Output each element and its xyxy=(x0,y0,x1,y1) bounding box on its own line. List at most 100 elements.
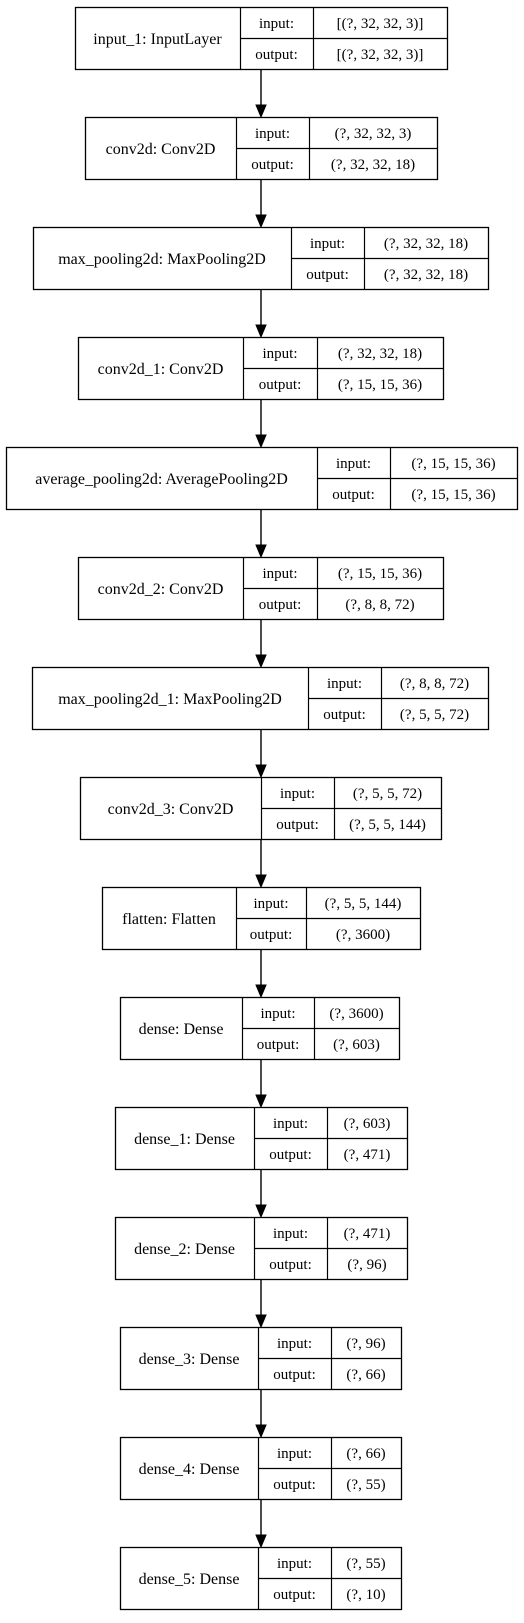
layer-node-max-pooling2d: max_pooling2d: MaxPooling2D input: output:… xyxy=(32,226,490,291)
input-shape: [(?, 32, 32, 3)] xyxy=(337,16,424,32)
layer-name: conv2d_2: Conv2D xyxy=(98,581,224,598)
output-shape: (?, 32, 32, 18) xyxy=(331,157,415,173)
arrow-head xyxy=(255,984,267,999)
arrow-head xyxy=(255,654,267,669)
output-label: output: xyxy=(259,377,302,393)
layer-name: dense_4: Dense xyxy=(139,1461,240,1478)
input-label: input: xyxy=(277,1336,312,1352)
input-label: input: xyxy=(327,676,362,692)
input-label: input: xyxy=(255,126,290,142)
layer-name: conv2d: Conv2D xyxy=(106,141,216,158)
input-shape: (?, 603) xyxy=(344,1116,391,1132)
layer-name: max_pooling2d: MaxPooling2D xyxy=(58,251,266,268)
arrow-head xyxy=(255,104,267,119)
arrow-head xyxy=(255,434,267,449)
edge-arrow xyxy=(255,1280,267,1329)
edge-arrow xyxy=(255,620,267,669)
output-shape: (?, 5, 5, 72) xyxy=(400,707,469,723)
input-shape: (?, 55) xyxy=(346,1556,385,1572)
edge-arrow xyxy=(255,400,267,449)
input-label: input: xyxy=(262,346,297,362)
layer-node-dense: dense: Dense input: output: (?, 3600) (?, 60… xyxy=(119,996,401,1061)
layer-node-average-pooling2d: average_pooling2d: AveragePooling2D input… xyxy=(5,446,519,511)
output-shape: (?, 3600) xyxy=(336,927,390,943)
output-label: output: xyxy=(257,1037,300,1053)
output-shape: (?, 8, 8, 72) xyxy=(345,597,414,613)
output-label: output: xyxy=(276,817,319,833)
edge-arrow xyxy=(255,510,267,559)
output-shape: (?, 15, 15, 36) xyxy=(411,487,495,503)
layer-node-dense-4: dense_4: Dense input: output: (?, 66) (?, 55… xyxy=(119,1436,403,1501)
layer-name: conv2d_3: Conv2D xyxy=(108,801,234,818)
edge-arrow xyxy=(255,950,267,999)
output-label: output: xyxy=(273,1477,316,1493)
edge-arrow xyxy=(255,1170,267,1219)
edge-arrow xyxy=(255,840,267,889)
output-label: output: xyxy=(323,707,366,723)
layer-name: input_1: InputLayer xyxy=(93,31,222,48)
input-shape: (?, 471) xyxy=(344,1226,391,1242)
output-shape: (?, 55) xyxy=(346,1477,385,1493)
input-shape: (?, 5, 5, 144) xyxy=(325,896,402,912)
input-shape: (?, 15, 15, 36) xyxy=(411,456,495,472)
arrow-head xyxy=(255,874,267,889)
output-label: output: xyxy=(269,1257,312,1273)
input-label: input: xyxy=(273,1226,308,1242)
output-shape: (?, 10) xyxy=(346,1587,385,1603)
layer-name: dense_1: Dense xyxy=(134,1131,235,1148)
arrow-head xyxy=(255,544,267,559)
output-label: output: xyxy=(273,1367,316,1383)
input-shape: (?, 8, 8, 72) xyxy=(400,676,469,692)
input-label: input: xyxy=(277,1446,312,1462)
input-label: input: xyxy=(273,1116,308,1132)
output-shape: (?, 603) xyxy=(333,1037,380,1053)
arrow-head xyxy=(255,324,267,339)
edge-arrow xyxy=(255,290,267,339)
arrow-head xyxy=(255,1094,267,1109)
arrow-head xyxy=(255,214,267,229)
edges xyxy=(255,70,267,1549)
arrow-head xyxy=(255,1314,267,1329)
input-label: input: xyxy=(336,456,371,472)
input-shape: (?, 32, 32, 18) xyxy=(384,236,468,252)
output-label: output: xyxy=(255,47,298,63)
edge-arrow xyxy=(255,1060,267,1109)
input-label: input: xyxy=(260,1006,295,1022)
input-shape: (?, 96) xyxy=(346,1336,385,1352)
edge-arrow xyxy=(255,180,267,229)
layer-node-max-pooling2d-1: max_pooling2d_1: MaxPooling2Dinput:outpu… xyxy=(31,666,490,731)
edge-arrow xyxy=(255,1500,267,1549)
input-shape: (?, 3600) xyxy=(329,1006,383,1022)
layer-node-dense-3: dense_3: Dense input: output: (?, 96) (?, 66… xyxy=(119,1326,403,1391)
layer-name: average_pooling2d: AveragePooling2D xyxy=(35,471,288,488)
layer-name: conv2d_1: Conv2D xyxy=(98,361,224,378)
output-label: output: xyxy=(332,487,375,503)
nodes: input_1: InputLayer input: output: [(?, 32,… xyxy=(5,6,519,1611)
input-label: input: xyxy=(253,896,288,912)
arrow-head xyxy=(255,1424,267,1439)
output-label: output: xyxy=(273,1587,316,1603)
edge-arrow xyxy=(255,70,267,119)
input-label: input: xyxy=(259,16,294,32)
input-label: input: xyxy=(310,236,345,252)
output-label: output: xyxy=(306,267,349,283)
input-label: input: xyxy=(262,566,297,582)
layer-name: dense: Dense xyxy=(139,1021,224,1038)
layer-name: dense_2: Dense xyxy=(134,1241,235,1258)
output-shape: (?, 66) xyxy=(346,1367,385,1383)
layer-name: dense_3: Dense xyxy=(139,1351,240,1368)
output-shape: [(?, 32, 32, 3)] xyxy=(337,47,424,63)
input-shape: (?, 66) xyxy=(346,1446,385,1462)
edge-arrow xyxy=(255,1390,267,1439)
output-label: output: xyxy=(269,1147,312,1163)
arrow-head xyxy=(255,1204,267,1219)
arrow-head xyxy=(255,1534,267,1549)
edge-arrow xyxy=(255,730,267,779)
